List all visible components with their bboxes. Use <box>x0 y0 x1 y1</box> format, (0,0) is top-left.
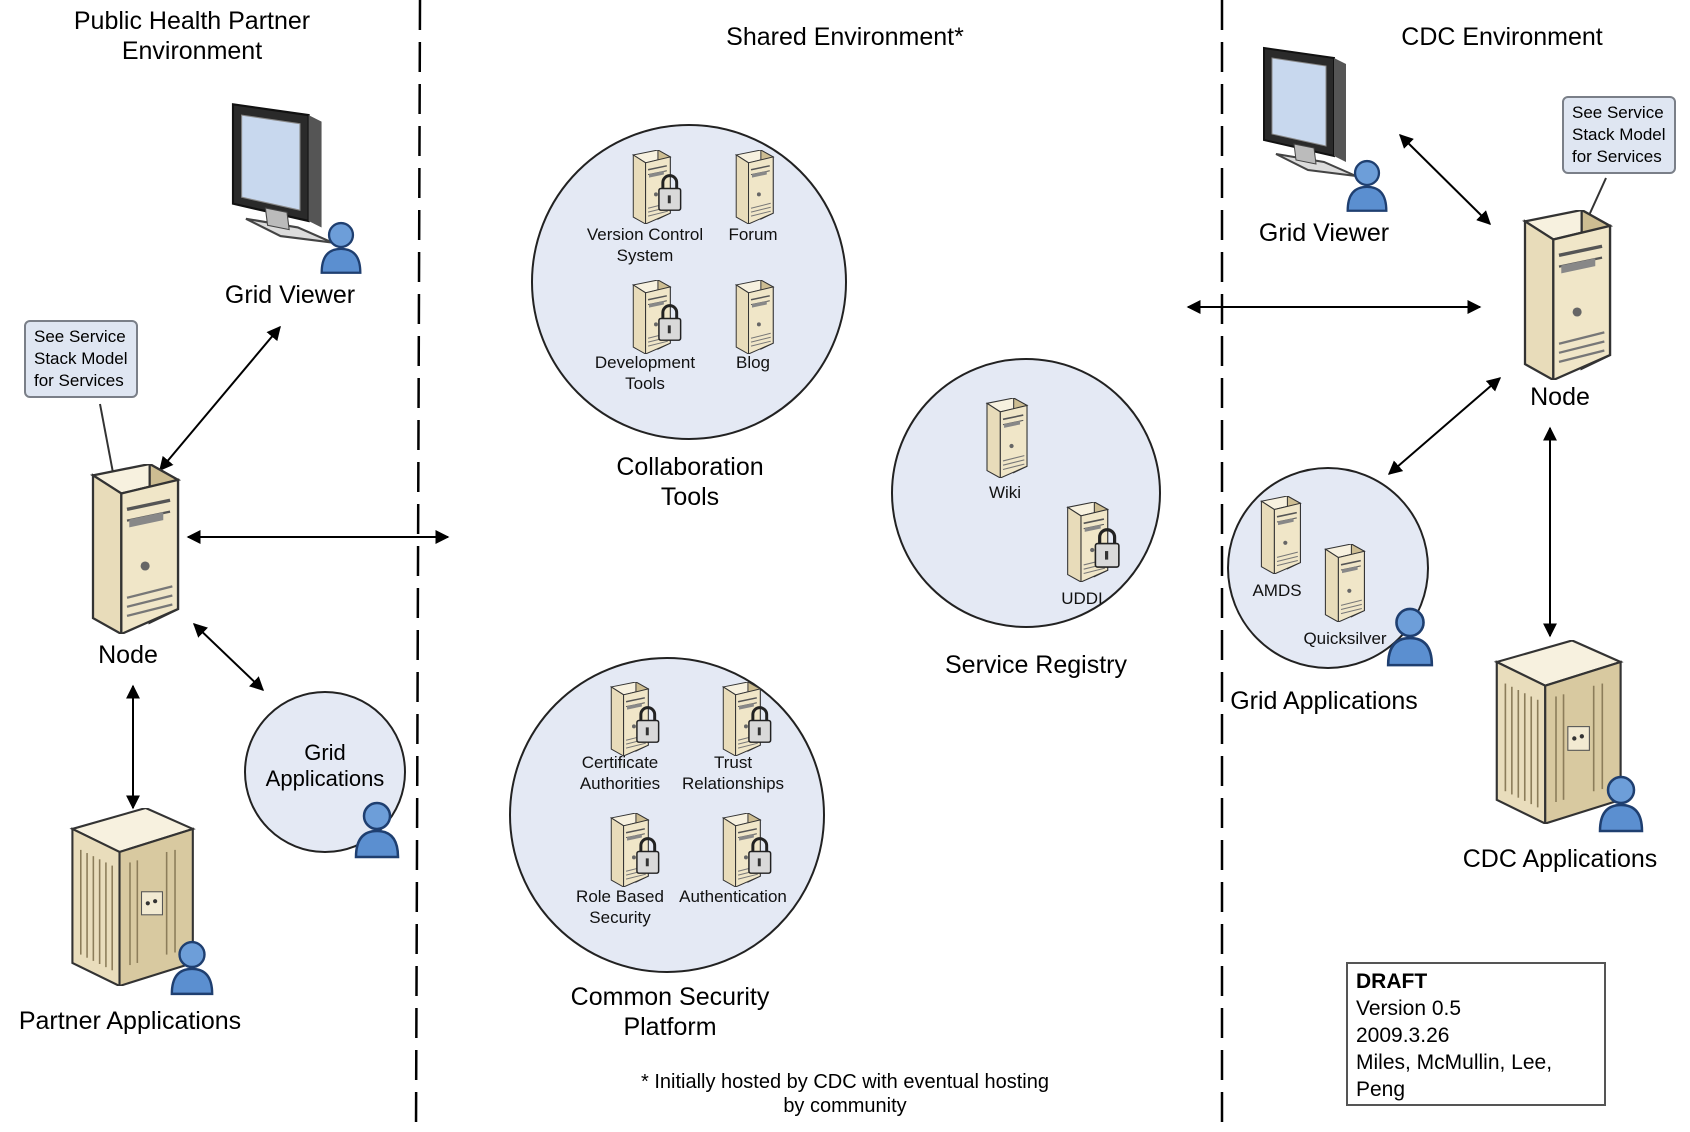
amds-label: AMDS <box>1252 581 1302 600</box>
draft-date: 2009.3.26 <box>1356 1024 1450 1047</box>
forum-server-icon <box>735 150 774 224</box>
development-tools-label: Development Tools <box>594 353 696 394</box>
version-control-label: Version Control System <box>586 225 704 266</box>
arrow-partner-node-viewer <box>159 325 281 472</box>
amds-server-icon <box>1260 496 1302 574</box>
zone-title-shared: Shared Environment* <box>726 23 964 51</box>
quicksilver-label: Quicksilver <box>1303 629 1387 648</box>
partner-grid-viewer-user-icon <box>320 221 362 274</box>
collaboration-tools-title: Collaboration Tools <box>616 453 764 511</box>
zone-title-cdc: CDC Environment <box>1401 23 1603 51</box>
quicksilver-server-icon <box>1324 544 1366 622</box>
cdc-grid-viewer-monitor-icon <box>1263 47 1357 177</box>
zone-divider-left <box>414 0 422 1132</box>
partner-grid-viewer-monitor-icon <box>231 103 334 244</box>
certificate-authorities-label: Certificate Authorities <box>579 753 661 794</box>
wiki-server-icon <box>986 398 1028 478</box>
arrow-cdc-node-gridapps <box>1387 377 1502 475</box>
shared-footnote: * Initially hosted by CDC with eventual … <box>641 1071 1049 1117</box>
authentication-label: Authentication <box>679 887 787 906</box>
draft-title: DRAFT <box>1356 970 1428 993</box>
partner-service-stack-callout: See Service Stack Model for Services <box>24 320 138 398</box>
draft-info-box: DRAFT Version 0.5 2009.3.26 Miles, McMul… <box>1346 962 1606 1106</box>
partner-applications-label: Partner Applications <box>18 1007 242 1035</box>
draft-authors: Miles, McMullin, Lee, Peng <box>1356 1051 1553 1101</box>
cdc-applications-label: CDC Applications <box>1462 845 1658 873</box>
cdc-grid-viewer-label: Grid Viewer <box>1258 219 1390 247</box>
cdc-apps-server-icon <box>1495 640 1622 824</box>
common-security-title: Common Security Platform <box>570 983 770 1041</box>
cdc-node-server-icon <box>1523 210 1612 380</box>
trust-relationships-label: Trust Relationships <box>681 753 785 794</box>
zone-title-partner: Public Health Partner Environment <box>73 7 311 65</box>
draft-version: Version 0.5 <box>1356 997 1462 1020</box>
blog-server-icon <box>735 280 774 354</box>
partner-node-label: Node <box>98 641 158 669</box>
wiki-label: Wiki <box>988 483 1022 502</box>
callout-pointer-partner <box>99 403 115 479</box>
cdc-node-label: Node <box>1530 383 1590 411</box>
cdc-grid-viewer-user-icon <box>1346 159 1388 212</box>
service-registry-title: Service Registry <box>945 651 1127 679</box>
arrow-partner-node-gridapps <box>192 623 265 691</box>
blog-label: Blog <box>735 353 771 372</box>
role-based-security-label: Role Based Security <box>576 887 664 928</box>
cdc-service-stack-callout: See Service Stack Model for Services <box>1562 96 1676 174</box>
arrow-cdc-viewer-node <box>1399 134 1491 225</box>
forum-label: Forum <box>728 225 778 244</box>
partner-node-server-icon <box>91 464 180 634</box>
partner-grid-viewer-label: Grid Viewer <box>224 281 356 309</box>
partner-grid-applications-label: Grid Applications <box>265 740 385 792</box>
cdc-grid-applications-title: Grid Applications <box>1230 687 1418 715</box>
partner-apps-server-icon <box>71 808 194 986</box>
uddi-label: UDDI <box>1061 589 1103 608</box>
